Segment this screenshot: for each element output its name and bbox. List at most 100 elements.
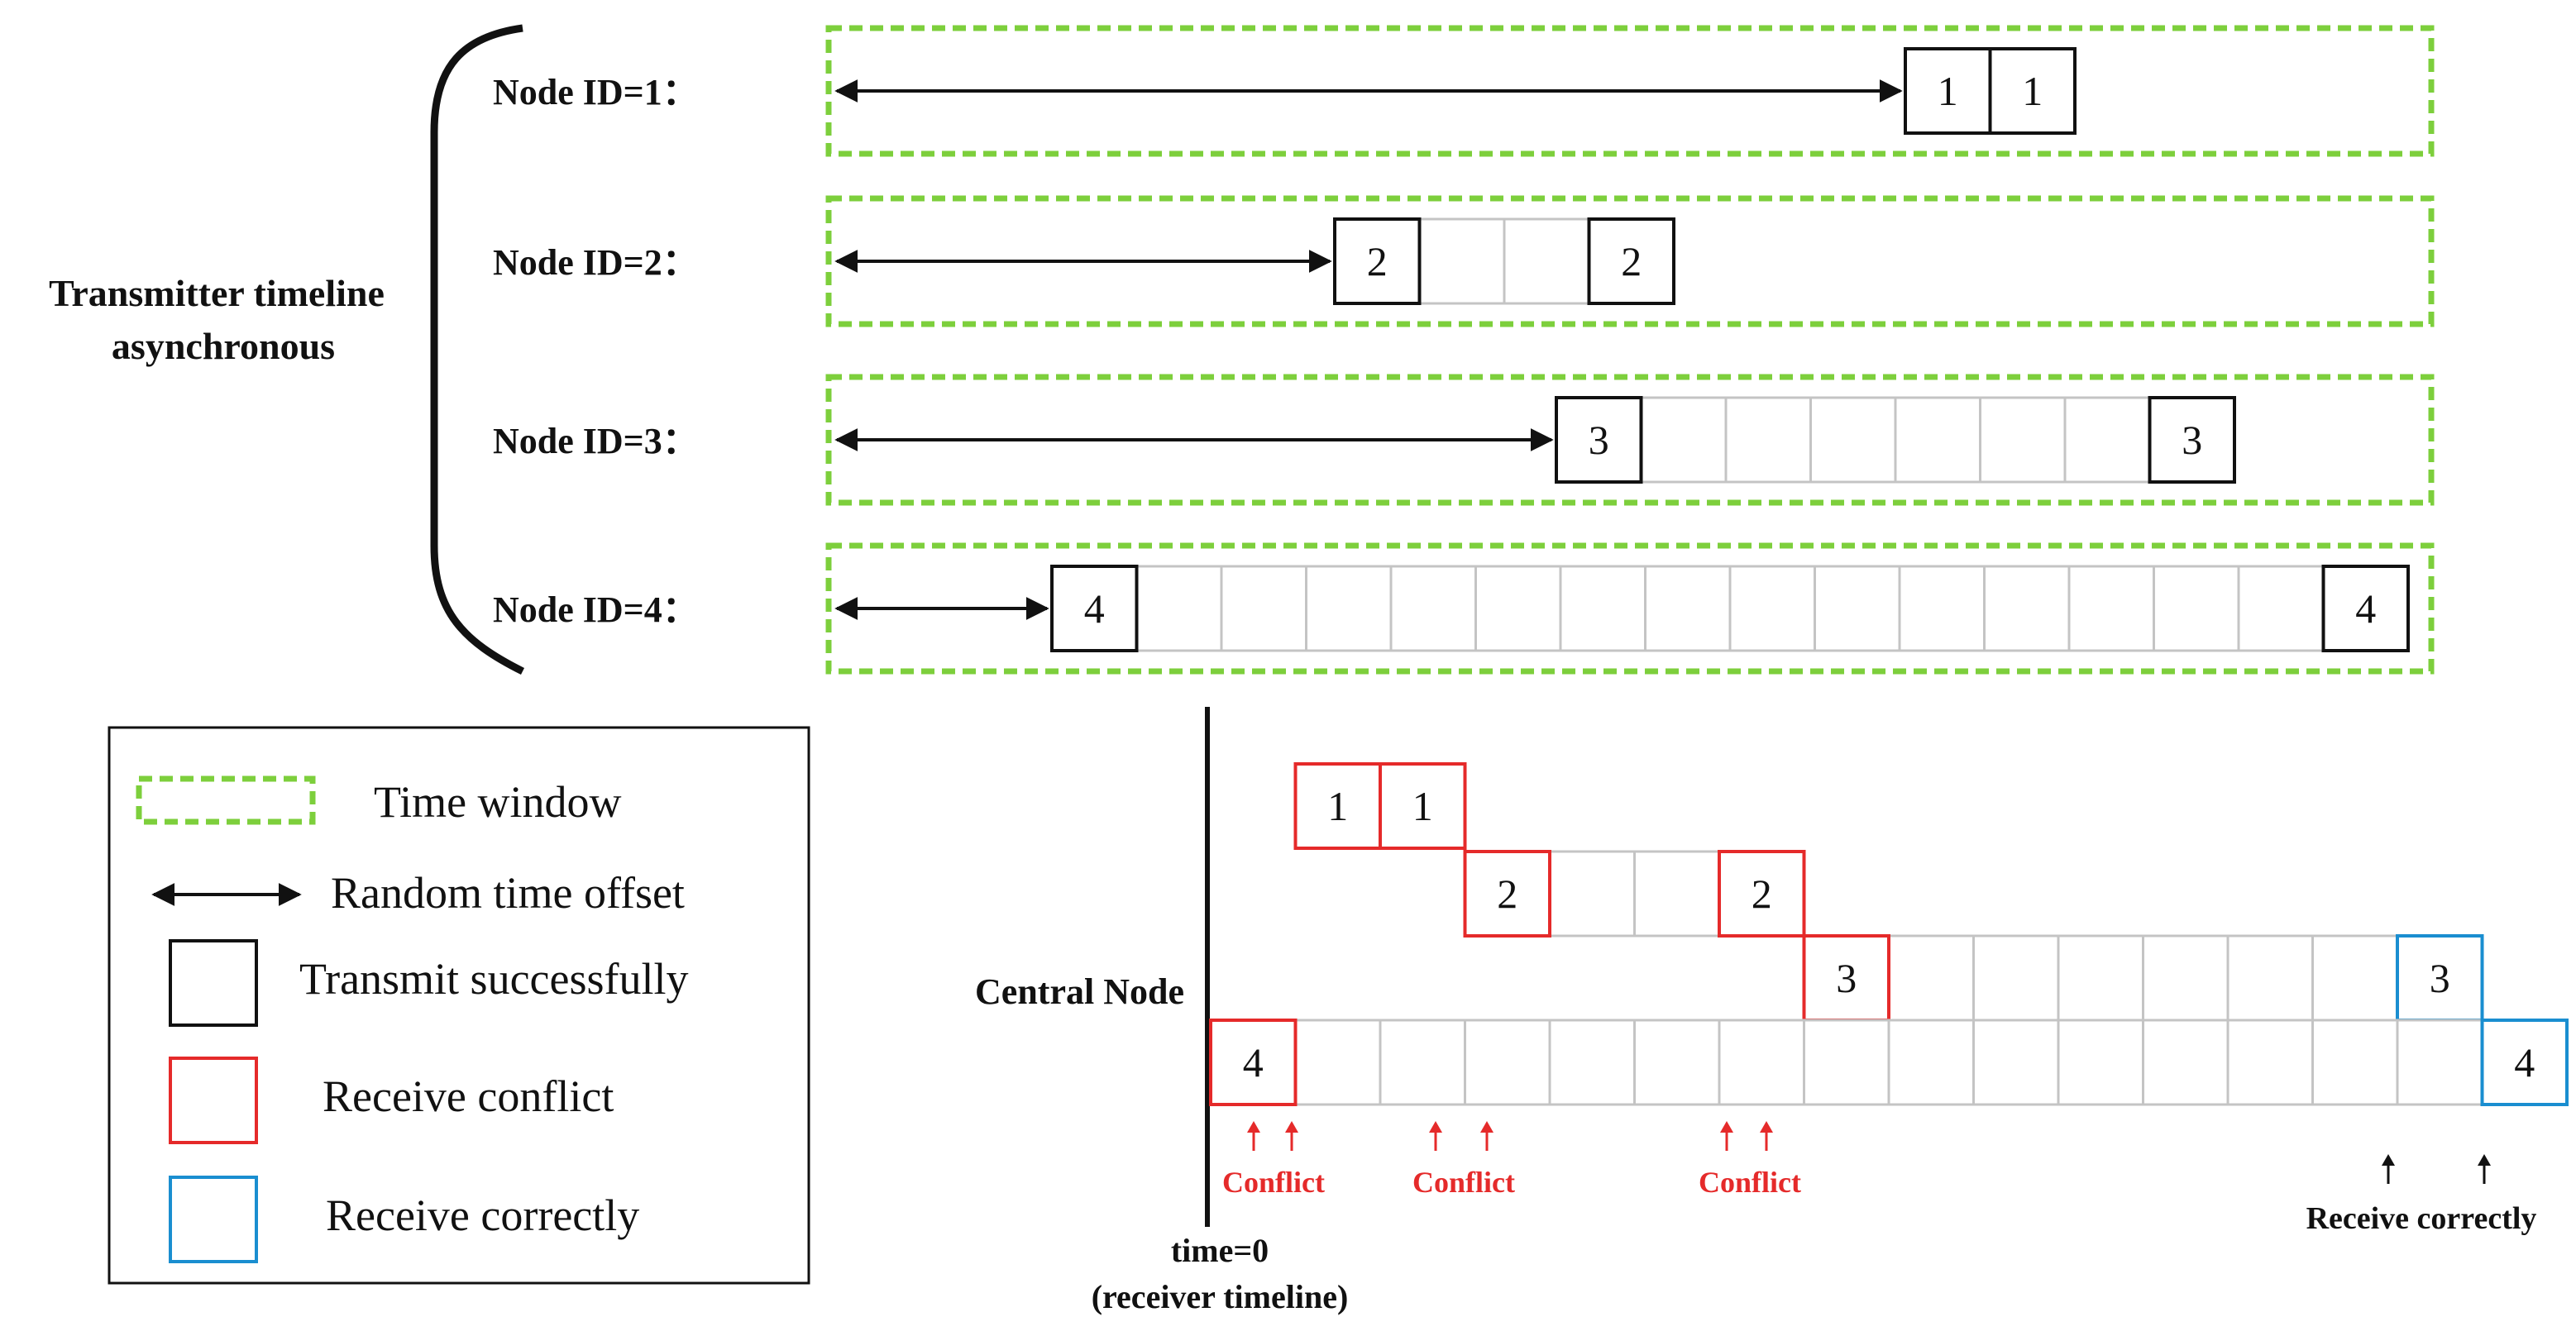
tx-slot-empty bbox=[1724, 396, 1812, 484]
time-window-3 bbox=[825, 374, 2435, 506]
tx-slot-occupied bbox=[1333, 217, 1422, 305]
rx-slot-last-4 bbox=[2480, 1019, 2569, 1106]
rx-slot-empty bbox=[1887, 1019, 1975, 1106]
tx-slot-empty bbox=[2063, 396, 2151, 484]
rx-slot-empty bbox=[2142, 1019, 2230, 1106]
tx-slot-empty bbox=[1898, 565, 1986, 652]
tx-slot-id-2: 2 bbox=[1621, 238, 1642, 284]
rx-slot-id-last-2: 2 bbox=[1752, 871, 1772, 917]
tx-slot-id-4: 4 bbox=[1084, 585, 1105, 632]
rx-slot-id-first-4: 4 bbox=[1243, 1039, 1264, 1086]
legend-correct-label: Receive correctly bbox=[326, 1190, 639, 1240]
legend-correct-swatch bbox=[169, 1176, 258, 1263]
legend-conflict-swatch bbox=[169, 1057, 258, 1144]
tx-row-node-2: Node ID=2： 2 2 bbox=[493, 195, 2435, 327]
tx-slot-empty bbox=[1474, 565, 1562, 652]
conflict-markers: Conflict Conflict Conflict bbox=[1222, 1121, 1801, 1199]
rx-slot-empty bbox=[1548, 850, 1636, 938]
rx-slot-empty bbox=[2057, 1019, 2144, 1106]
legend-transmit-swatch bbox=[169, 939, 258, 1027]
tx-slot-empty bbox=[1305, 565, 1393, 652]
tx-slot-id-3: 3 bbox=[1589, 417, 1609, 463]
node-label-4: Node ID=4： bbox=[493, 589, 699, 630]
rx-slot-id-last-4: 4 bbox=[2514, 1039, 2535, 1086]
rx-slot-id-last-1: 1 bbox=[1412, 783, 1433, 829]
conflict-marker-3: Conflict bbox=[1699, 1121, 1801, 1199]
rx-slot-id-first-2: 2 bbox=[1497, 871, 1517, 917]
rx-slot-empty bbox=[1379, 1019, 1466, 1106]
legend-time-window-swatch bbox=[136, 775, 316, 825]
conflict-label-3: Conflict bbox=[1699, 1166, 1801, 1199]
time-window-2 bbox=[825, 195, 2435, 327]
rx-slot-first-2 bbox=[1463, 850, 1551, 938]
rx-slot-empty bbox=[1972, 934, 2060, 1022]
rx-slot-empty bbox=[1718, 1019, 1805, 1106]
correct-markers: Receive correctly bbox=[2306, 1154, 2536, 1236]
tx-slot-empty bbox=[1503, 217, 1590, 305]
tx-slot-empty bbox=[1418, 217, 1506, 305]
rx-slot-id-first-3: 3 bbox=[1836, 955, 1857, 1001]
node-label-2: Node ID=2： bbox=[493, 242, 699, 283]
rx-slot-id-last-3: 3 bbox=[2430, 955, 2450, 1001]
tx-slot-empty bbox=[1640, 396, 1728, 484]
time-window-1 bbox=[825, 25, 2435, 157]
tx-slot-occupied bbox=[1555, 396, 1643, 484]
tx-slot-id-3: 3 bbox=[2182, 417, 2202, 463]
rx-slot-empty bbox=[2142, 934, 2230, 1022]
tx-slot-empty bbox=[1389, 565, 1477, 652]
transmitter-label-line1: Transmitter timeline bbox=[49, 272, 385, 314]
tx-slot-empty bbox=[1979, 396, 2067, 484]
rx-slot-empty bbox=[2396, 1019, 2483, 1106]
transmitter-brace bbox=[430, 24, 525, 675]
node-label-1: Node ID=1： bbox=[493, 72, 699, 112]
tx-row-node-4: Node ID=4： 4 4 bbox=[493, 542, 2435, 675]
tx-slot-id-4: 4 bbox=[2355, 585, 2376, 632]
time-zero-label: time=0 bbox=[1171, 1232, 1269, 1269]
tx-slot-empty bbox=[1559, 565, 1646, 652]
tx-slot-empty bbox=[1135, 565, 1223, 652]
tx-slot-empty bbox=[1728, 565, 1816, 652]
legend-transmit-label: Transmit successfully bbox=[299, 954, 689, 1004]
legend-time-window-label: Time window bbox=[374, 777, 622, 827]
rx-slot-last-2 bbox=[1718, 850, 1806, 938]
rx-slot-last-3 bbox=[2396, 934, 2484, 1022]
rx-slot-empty bbox=[1972, 1019, 2060, 1106]
rx-slot-empty bbox=[1464, 1019, 1551, 1106]
tx-row-node-1: Node ID=1： 1 1 bbox=[493, 25, 2435, 157]
legend-conflict-label: Receive conflict bbox=[323, 1071, 614, 1121]
tx-slot-id-1: 1 bbox=[2022, 68, 2043, 114]
tx-row-node-3: Node ID=3： 3 3 bbox=[493, 374, 2435, 506]
central-node-label: Central Node bbox=[975, 971, 1184, 1012]
tx-slot-empty bbox=[2153, 565, 2240, 652]
tx-slot-id-2: 2 bbox=[1367, 238, 1388, 284]
node-label-3: Node ID=3： bbox=[493, 421, 699, 461]
rx-slot-empty bbox=[2311, 934, 2399, 1022]
conflict-marker-1: Conflict bbox=[1222, 1121, 1325, 1199]
legend: Time window Random time offset Transmit … bbox=[108, 726, 810, 1285]
tx-slot-empty bbox=[1983, 565, 2071, 652]
legend-offset-label: Random time offset bbox=[331, 868, 685, 918]
rx-slot-last-1 bbox=[1379, 762, 1467, 850]
rx-slot-empty bbox=[1548, 1019, 1636, 1106]
rx-slot-first-3 bbox=[1802, 934, 1890, 1022]
conflict-marker-2: Conflict bbox=[1412, 1121, 1515, 1199]
tx-slot-empty bbox=[2237, 565, 2325, 652]
rx-slot-empty bbox=[2311, 1019, 2399, 1106]
rx-slot-first-4 bbox=[1209, 1019, 1298, 1106]
tx-slot-id-1: 1 bbox=[1938, 68, 1958, 114]
rx-slot-empty bbox=[1803, 1019, 1890, 1106]
rx-slot-empty bbox=[1294, 1019, 1382, 1106]
tx-slot-empty bbox=[1220, 565, 1307, 652]
rx-slot-empty bbox=[2226, 1019, 2314, 1106]
tx-slot-empty bbox=[1809, 396, 1897, 484]
conflict-label-1: Conflict bbox=[1222, 1166, 1325, 1199]
rx-slot-empty bbox=[1887, 934, 1975, 1022]
tx-slot-empty bbox=[1814, 565, 1901, 652]
transmitter-label-line2: asynchronous bbox=[112, 325, 335, 367]
